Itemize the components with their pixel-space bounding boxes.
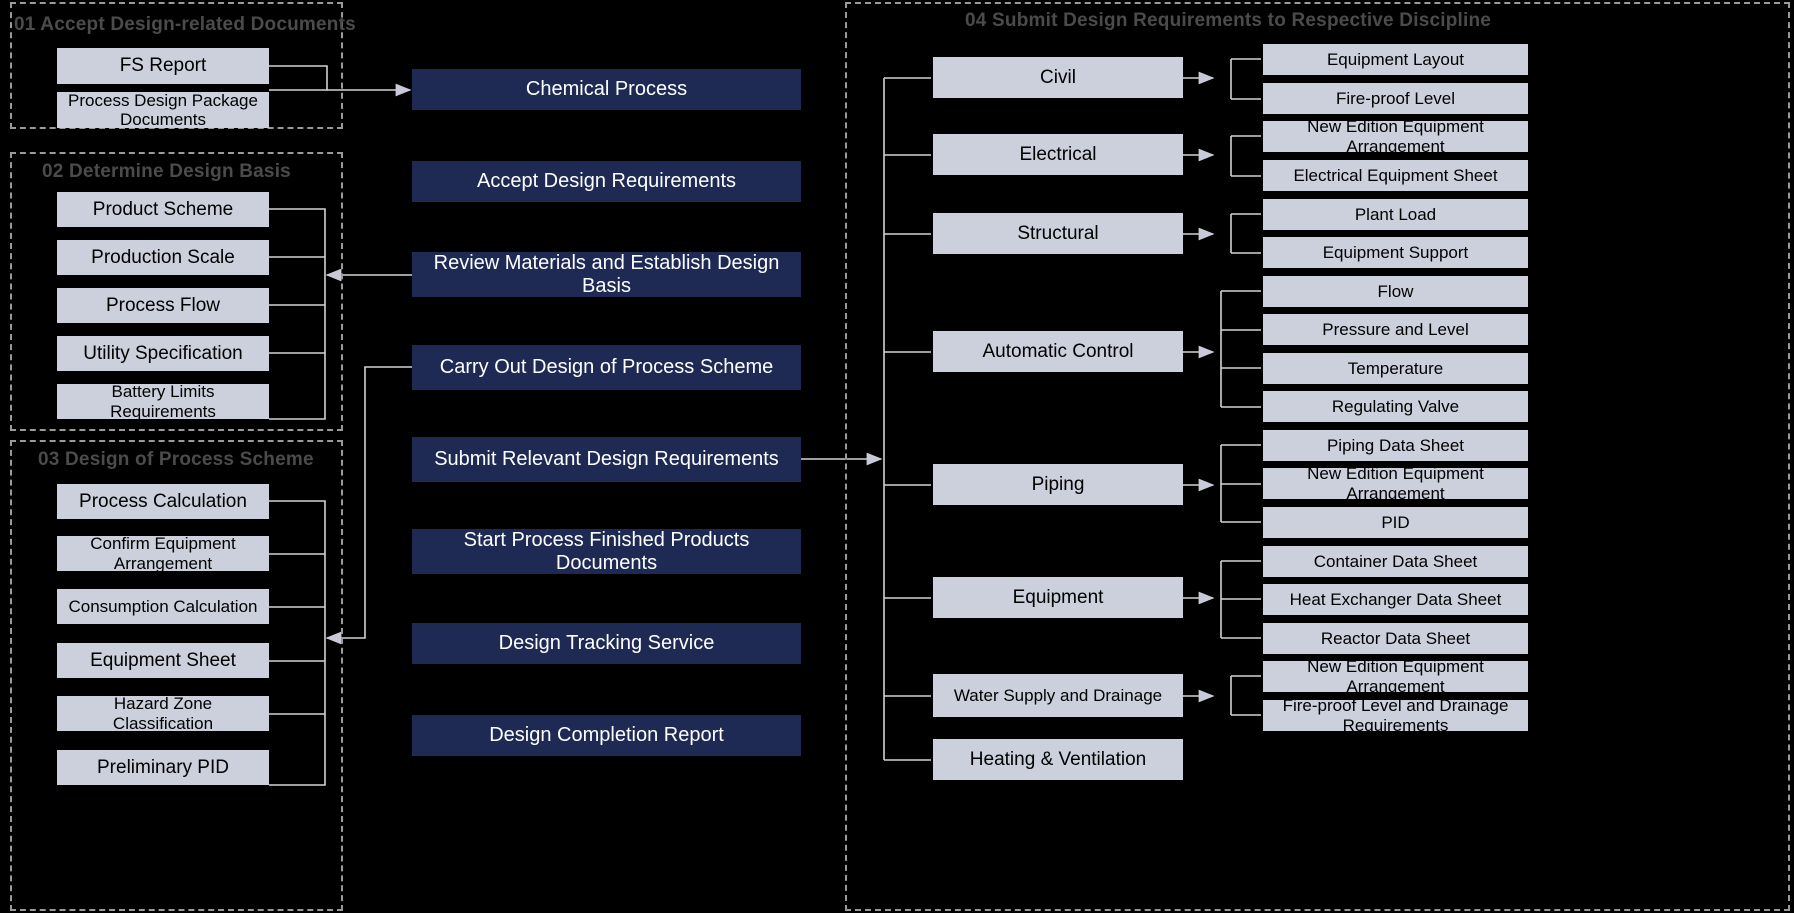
step-box-carry-out-design[interactable]: Carry Out Design of Process Scheme — [412, 345, 801, 390]
group-title-03: 03 Design of Process Scheme — [38, 449, 314, 470]
step-box-review-materials[interactable]: Review Materials and Establish Design Ba… — [412, 252, 801, 297]
requirement-box-temperature[interactable]: Temperature — [1263, 353, 1528, 384]
group-frame-04 — [845, 2, 1790, 911]
requirement-box-electrical-equipment-sheet[interactable]: Electrical Equipment Sheet — [1263, 160, 1528, 191]
requirement-box-new-edition-equipment-arrangement-civil[interactable]: New Edition Equipment Arrangement — [1263, 117, 1528, 156]
requirement-box-new-edition-equipment-arrangement-water[interactable]: New Edition Equipment Arrangement — [1263, 657, 1528, 696]
discipline-box-electrical[interactable]: Electrical — [933, 134, 1183, 175]
requirement-box-fire-proof-level-and-drainage[interactable]: Fire-proof Level and Drainage Requiremen… — [1263, 696, 1528, 735]
scheme-box-hazard-zone-classification[interactable]: Hazard Zone Classification — [57, 694, 269, 733]
scheme-box-equipment-sheet[interactable]: Equipment Sheet — [57, 643, 269, 678]
requirement-box-pid[interactable]: PID — [1263, 507, 1528, 538]
scheme-box-process-calculation[interactable]: Process Calculation — [57, 484, 269, 519]
requirement-box-equipment-layout[interactable]: Equipment Layout — [1263, 44, 1528, 75]
requirement-box-equipment-support[interactable]: Equipment Support — [1263, 237, 1528, 268]
group-title-04: 04 Submit Design Requirements to Respect… — [965, 10, 1492, 31]
requirement-box-pressure-and-level[interactable]: Pressure and Level — [1263, 314, 1528, 345]
step-box-design-tracking-service[interactable]: Design Tracking Service — [412, 623, 801, 664]
doc-box-process-design-package[interactable]: Process Design Package Documents — [57, 91, 269, 129]
basis-box-utility-specification[interactable]: Utility Specification — [57, 336, 269, 371]
requirement-box-flow[interactable]: Flow — [1263, 276, 1528, 307]
group-frame-01 — [10, 2, 343, 129]
discipline-box-heating-ventilation[interactable]: Heating & Ventilation — [933, 739, 1183, 780]
discipline-box-automatic-control[interactable]: Automatic Control — [933, 331, 1183, 372]
basis-box-production-scale[interactable]: Production Scale — [57, 240, 269, 275]
basis-box-product-scheme[interactable]: Product Scheme — [57, 192, 269, 227]
scheme-box-preliminary-pid[interactable]: Preliminary PID — [57, 750, 269, 785]
discipline-box-piping[interactable]: Piping — [933, 464, 1183, 505]
discipline-box-water-supply-and-drainage[interactable]: Water Supply and Drainage — [933, 674, 1183, 717]
basis-box-process-flow[interactable]: Process Flow — [57, 288, 269, 323]
requirement-box-plant-load[interactable]: Plant Load — [1263, 199, 1528, 230]
step-box-submit-relevant-requirements[interactable]: Submit Relevant Design Requirements — [412, 437, 801, 482]
discipline-box-equipment[interactable]: Equipment — [933, 577, 1183, 618]
requirement-box-piping-data-sheet[interactable]: Piping Data Sheet — [1263, 430, 1528, 461]
step-box-accept-design-requirements[interactable]: Accept Design Requirements — [412, 161, 801, 202]
group-frame-03 — [10, 440, 343, 911]
requirement-box-heat-exchanger-data-sheet[interactable]: Heat Exchanger Data Sheet — [1263, 584, 1528, 615]
step-box-design-completion-report[interactable]: Design Completion Report — [412, 715, 801, 756]
group-frame-02 — [10, 152, 343, 431]
group-title-02: 02 Determine Design Basis — [42, 161, 291, 182]
requirement-box-fire-proof-level[interactable]: Fire-proof Level — [1263, 83, 1528, 114]
scheme-box-confirm-equipment-arrangement[interactable]: Confirm Equipment Arrangement — [57, 534, 269, 573]
group-title-01: 01 Accept Design-related Documents — [14, 14, 356, 35]
requirement-box-new-edition-equipment-arrangement-piping[interactable]: New Edition Equipment Arrangement — [1263, 464, 1528, 503]
scheme-box-consumption-calculation[interactable]: Consumption Calculation — [57, 589, 269, 624]
step-box-chemical-process[interactable]: Chemical Process — [412, 69, 801, 110]
discipline-box-structural[interactable]: Structural — [933, 213, 1183, 254]
step-box-start-process-finished-products[interactable]: Start Process Finished Products Document… — [412, 529, 801, 574]
discipline-box-civil[interactable]: Civil — [933, 57, 1183, 98]
basis-box-battery-limits[interactable]: Battery Limits Requirements — [57, 382, 269, 421]
doc-box-fs-report[interactable]: FS Report — [57, 48, 269, 84]
requirement-box-regulating-valve[interactable]: Regulating Valve — [1263, 391, 1528, 422]
requirement-box-reactor-data-sheet[interactable]: Reactor Data Sheet — [1263, 623, 1528, 654]
requirement-box-container-data-sheet[interactable]: Container Data Sheet — [1263, 546, 1528, 577]
